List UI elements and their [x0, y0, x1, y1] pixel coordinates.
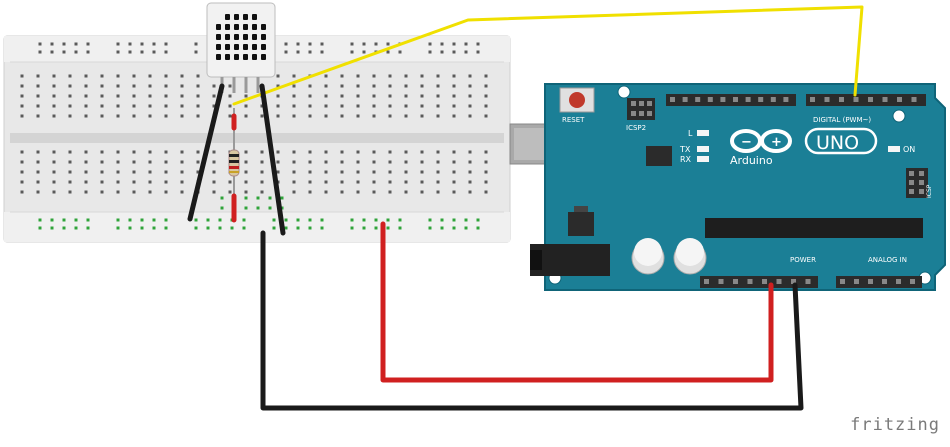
led-rx [697, 156, 709, 162]
icsp-label: ICSP [926, 184, 933, 198]
wires [187, 5, 864, 411]
reset-label: RESET [562, 116, 585, 124]
analog-in-label: ANALOG IN [868, 256, 907, 264]
icsp2-label: ICSP2 [626, 124, 646, 132]
gnd-wire [260, 230, 804, 411]
breadboard-connected-holes [38, 196, 480, 230]
analog-header [836, 276, 922, 288]
led-on [888, 146, 900, 152]
uno-badge [804, 127, 878, 155]
sensor-gnd-leg [187, 83, 225, 222]
power-header [700, 276, 818, 288]
led-rx-label: RX [680, 155, 692, 164]
digital-pwm-label: DIGITAL (PWM~) [813, 116, 871, 124]
sensor-vcc-leg [259, 83, 286, 236]
vcc-wire [380, 221, 774, 383]
led-tx-label: TX [679, 145, 691, 154]
power-label: POWER [790, 256, 816, 264]
power-jack [530, 244, 610, 276]
led-l [697, 130, 709, 136]
voltage-regulator [568, 212, 594, 236]
brand-label: Arduino [730, 154, 773, 167]
svg-text:+: + [771, 135, 782, 150]
usb-chip [646, 146, 672, 166]
led-l-label: L [688, 129, 693, 138]
dht-sensor [206, 2, 276, 93]
digital-header-high [806, 94, 926, 106]
microcontroller-chip [705, 218, 923, 238]
arduino-uno-board: RESET ICSP2 DIGITAL (PWM~) L TX RX ON − … [509, 83, 946, 291]
model-label: UNO [816, 132, 859, 154]
led-tx [697, 146, 709, 152]
fritzing-watermark: fritzing [850, 415, 940, 435]
signal-wire [232, 5, 864, 106]
arduino-infinity-logo [730, 129, 792, 153]
breadboard-center-channel [10, 133, 504, 143]
svg-text:−: − [741, 135, 752, 150]
led-on-label: ON [903, 145, 915, 154]
